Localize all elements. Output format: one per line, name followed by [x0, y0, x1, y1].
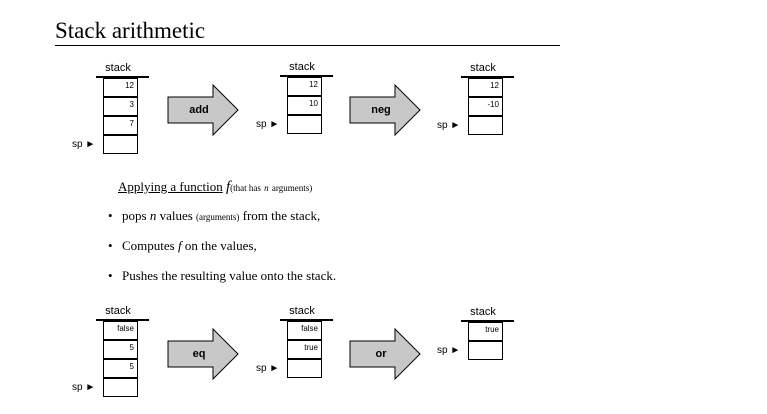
heading-note-n: n: [264, 183, 269, 193]
bullet-text: Computes: [122, 238, 175, 253]
stack-cell: 5: [103, 359, 138, 378]
stack-pointer-label: sp ►: [72, 382, 96, 393]
bullet-dot: •: [108, 208, 113, 223]
stack-label: stack: [470, 62, 496, 74]
stack-cell-empty: [287, 359, 322, 378]
bullet-text-italic: n: [149, 208, 157, 223]
stack-top-bar: [461, 320, 514, 322]
stack-top-bar: [461, 76, 514, 78]
bullet-note: (arguments): [196, 212, 240, 222]
operation-label: eq: [192, 348, 206, 360]
stack-top-bar: [280, 75, 333, 77]
explanation-heading: Applying a function f(that has n argumen…: [118, 179, 312, 196]
bullet-item-3: • Pushes the resulting value onto the sta…: [108, 268, 336, 284]
slide-title: Stack arithmetic: [55, 18, 206, 43]
arrow-shape: [167, 328, 239, 380]
arrow-shape: [167, 84, 239, 136]
bullet-text: pops: [122, 208, 147, 223]
bullet-item-2: • Computes f on the values,: [108, 238, 257, 254]
stack-top-bar: [96, 76, 149, 78]
stack-cell: 10: [287, 96, 322, 115]
stack-cell: 3: [103, 97, 138, 116]
stack-cell: 12: [468, 78, 503, 97]
stack-top-bar: [96, 319, 149, 321]
stack-cell: 7: [103, 116, 138, 135]
stack-cell: 12: [287, 77, 322, 96]
bullet-text-italic: f: [177, 238, 182, 253]
bullet-text: values: [159, 208, 193, 223]
stack-cell-empty: [468, 116, 503, 135]
bullet-dot: •: [108, 268, 113, 283]
bullet-dot: •: [108, 238, 113, 253]
arrow-shape: [349, 84, 421, 136]
operation-label: neg: [371, 104, 391, 116]
operation-label: or: [375, 348, 387, 360]
heading-function-symbol: f: [225, 179, 231, 195]
bullet-text: on the values,: [184, 238, 257, 253]
stack-pointer-label: sp ►: [256, 363, 280, 374]
stack-pointer-label: sp ►: [256, 119, 280, 130]
stack-cell: false: [287, 321, 322, 340]
operation-label: add: [189, 104, 209, 116]
stack-cell: true: [468, 322, 503, 341]
stack-label: stack: [289, 61, 315, 73]
stack-label: stack: [105, 305, 131, 317]
bullet-text: Pushes the resulting value onto the stac…: [122, 268, 337, 283]
stack-pointer-label: sp ►: [72, 139, 96, 150]
stack-cell: false: [103, 321, 138, 340]
stack-label: stack: [105, 62, 131, 74]
stack-label: stack: [289, 305, 315, 317]
stack-pointer-label: sp ►: [437, 345, 461, 356]
bullet-text: from the stack,: [242, 208, 321, 223]
arrow-shape: [349, 328, 421, 380]
stack-cell-empty: [287, 115, 322, 134]
stack-cell-empty: [103, 378, 138, 397]
bullet-item-1: • pops n values (arguments) from the stac…: [108, 208, 320, 225]
stack-cell: -10: [468, 97, 503, 116]
stack-label: stack: [470, 306, 496, 318]
stack-top-bar: [280, 319, 333, 321]
stack-cell-empty: [103, 135, 138, 154]
heading-note-close: arguments): [271, 183, 313, 193]
stack-cell: 12: [103, 78, 138, 97]
title-divider: [55, 45, 560, 46]
stack-cell: true: [287, 340, 322, 359]
heading-text: Applying a function: [118, 179, 223, 194]
heading-note-open: (that has: [230, 183, 261, 193]
stack-cell: 5: [103, 340, 138, 359]
stack-cell-empty: [468, 341, 503, 360]
stack-pointer-label: sp ►: [437, 120, 461, 131]
